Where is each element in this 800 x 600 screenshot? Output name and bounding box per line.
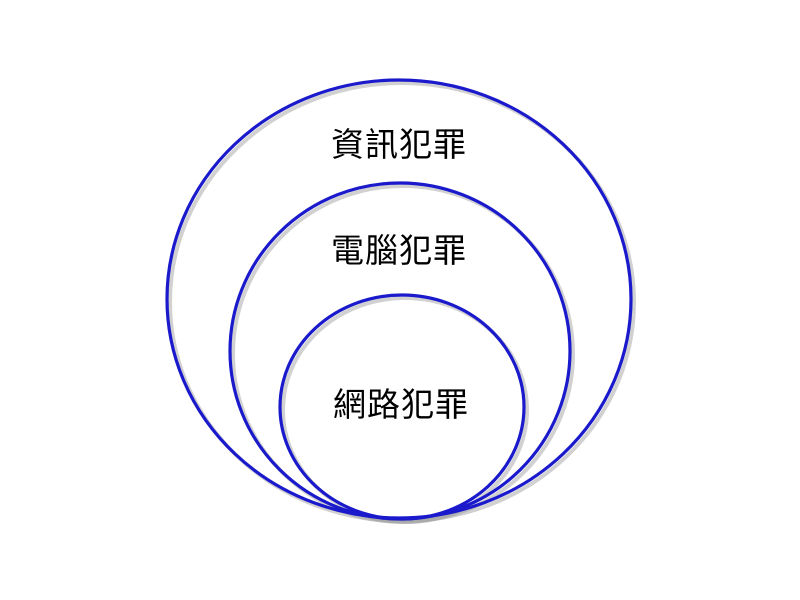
inner-circle [278, 293, 526, 521]
middle-circle-shadow [231, 184, 575, 524]
inner-circle-shadow [281, 296, 529, 524]
outer-circle-label: 資訊犯罪 [331, 125, 467, 164]
outer-circle-shadow [168, 81, 636, 523]
inner-circle-label: 網路犯罪 [333, 385, 469, 424]
middle-circle-label: 電腦犯罪 [331, 231, 467, 270]
